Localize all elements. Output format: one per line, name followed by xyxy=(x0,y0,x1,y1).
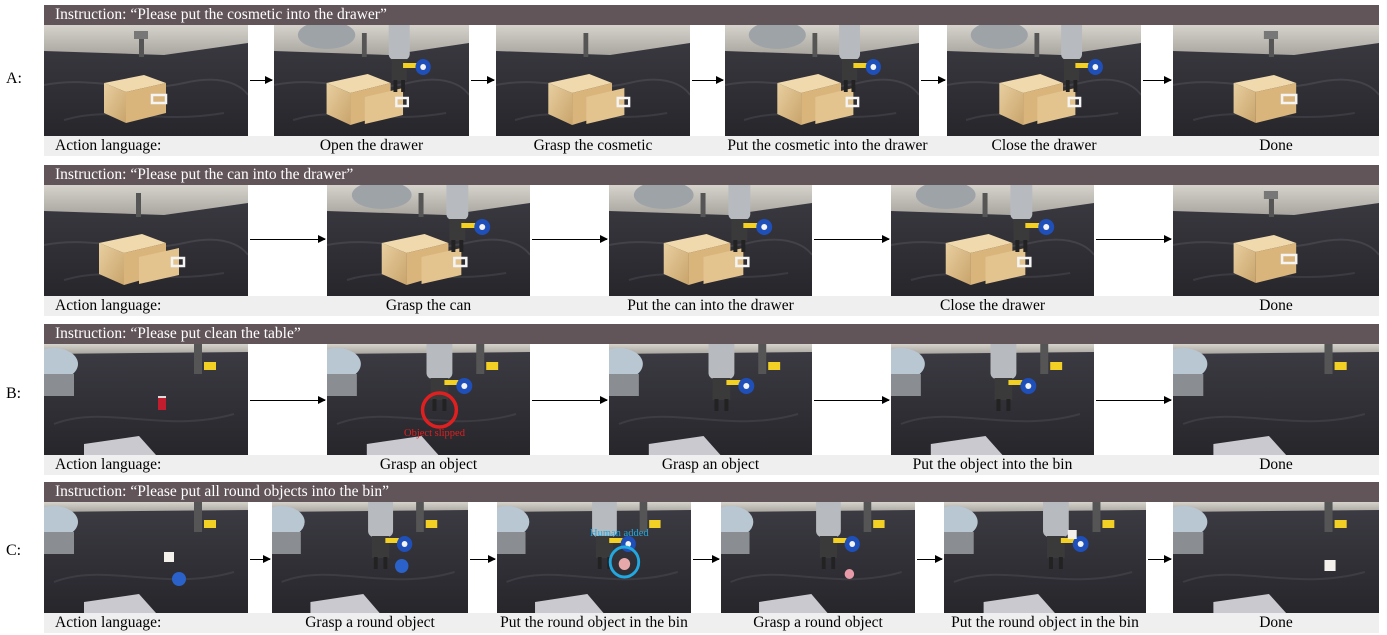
caption-a1-5: Done xyxy=(1173,136,1379,156)
caption-a1-3: Put the cosmetic into the drawer xyxy=(700,136,955,156)
arrow-icon xyxy=(1143,80,1171,81)
caption-a2-0: Action language: xyxy=(55,296,161,316)
photo-c-6 xyxy=(1173,502,1379,613)
caption-c-3: Grasp a round object xyxy=(721,613,915,633)
photo-b-1 xyxy=(44,344,248,455)
arrow-icon xyxy=(532,400,607,401)
annotation-human-added: Human added xyxy=(590,528,649,539)
caption-c-4: Put the round object in the bin xyxy=(922,613,1168,633)
caption-b-0: Action language: xyxy=(55,455,161,475)
instruction-b: Instruction: “Please put clean the table… xyxy=(44,324,1379,344)
caption-b-4: Done xyxy=(1173,455,1379,475)
caption-b-2: Grasp an object xyxy=(609,455,812,475)
photo-a2-5 xyxy=(1173,185,1379,296)
row-label-c: C: xyxy=(6,542,21,560)
caption-a1-0: Action language: xyxy=(55,136,161,156)
instruction-a2: Instruction: “Please put the can into th… xyxy=(44,165,1379,185)
photo-a1-2 xyxy=(274,25,469,136)
photo-a1-6 xyxy=(1173,25,1379,136)
arrow-icon xyxy=(921,80,945,81)
photo-a2-1 xyxy=(44,185,248,296)
caption-a2-3: Close the drawer xyxy=(891,296,1094,316)
photo-b-3 xyxy=(609,344,812,455)
arrow-icon xyxy=(1096,239,1171,240)
row-label-a: A: xyxy=(6,70,22,88)
photo-c-2 xyxy=(272,502,468,613)
photo-a1-3 xyxy=(496,25,690,136)
arrow-icon xyxy=(250,559,270,560)
photo-c-1 xyxy=(44,502,248,613)
arrow-icon xyxy=(693,559,719,560)
caption-b-3: Put the object into the bin xyxy=(880,455,1105,475)
photo-b-4 xyxy=(891,344,1094,455)
caption-a2-4: Done xyxy=(1173,296,1379,316)
arrow-icon xyxy=(814,239,889,240)
arrow-icon xyxy=(1096,400,1171,401)
caption-c-5: Done xyxy=(1173,613,1379,633)
arrow-icon xyxy=(917,559,942,560)
photo-a1-5 xyxy=(947,25,1141,136)
arrow-icon xyxy=(471,80,494,81)
arrow-icon xyxy=(250,400,325,401)
photo-a2-3 xyxy=(609,185,812,296)
arrow-icon xyxy=(1148,559,1171,560)
photo-a2-4 xyxy=(891,185,1094,296)
arrow-icon xyxy=(532,239,607,240)
photo-c-5 xyxy=(944,502,1146,613)
photo-a1-4 xyxy=(725,25,919,136)
instruction-c: Instruction: “Please put all round objec… xyxy=(44,482,1379,502)
caption-a2-1: Grasp the can xyxy=(327,296,530,316)
arrow-icon xyxy=(470,559,495,560)
row-label-b: B: xyxy=(6,385,21,403)
annotation-object-slipped: Object slipped xyxy=(404,428,465,439)
caption-a1-1: Open the drawer xyxy=(274,136,469,156)
caption-a2-2: Put the can into the drawer xyxy=(590,296,831,316)
arrow-icon xyxy=(250,239,325,240)
caption-c-1: Grasp a round object xyxy=(272,613,468,633)
photo-c-4 xyxy=(721,502,915,613)
arrow-icon xyxy=(692,80,723,81)
caption-a1-2: Grasp the cosmetic xyxy=(496,136,690,156)
caption-b-1: Grasp an object xyxy=(327,455,530,475)
instruction-a1: Instruction: “Please put the cosmetic in… xyxy=(44,5,1379,25)
caption-a1-4: Close the drawer xyxy=(947,136,1141,156)
photo-a1-1 xyxy=(44,25,248,136)
photo-a2-2 xyxy=(327,185,530,296)
caption-c-2: Put the round object in the bin xyxy=(472,613,716,633)
arrow-icon xyxy=(814,400,889,401)
caption-c-0: Action language: xyxy=(55,613,161,633)
photo-c-3 xyxy=(497,502,691,613)
arrow-icon xyxy=(250,80,272,81)
photo-b-5 xyxy=(1173,344,1379,455)
